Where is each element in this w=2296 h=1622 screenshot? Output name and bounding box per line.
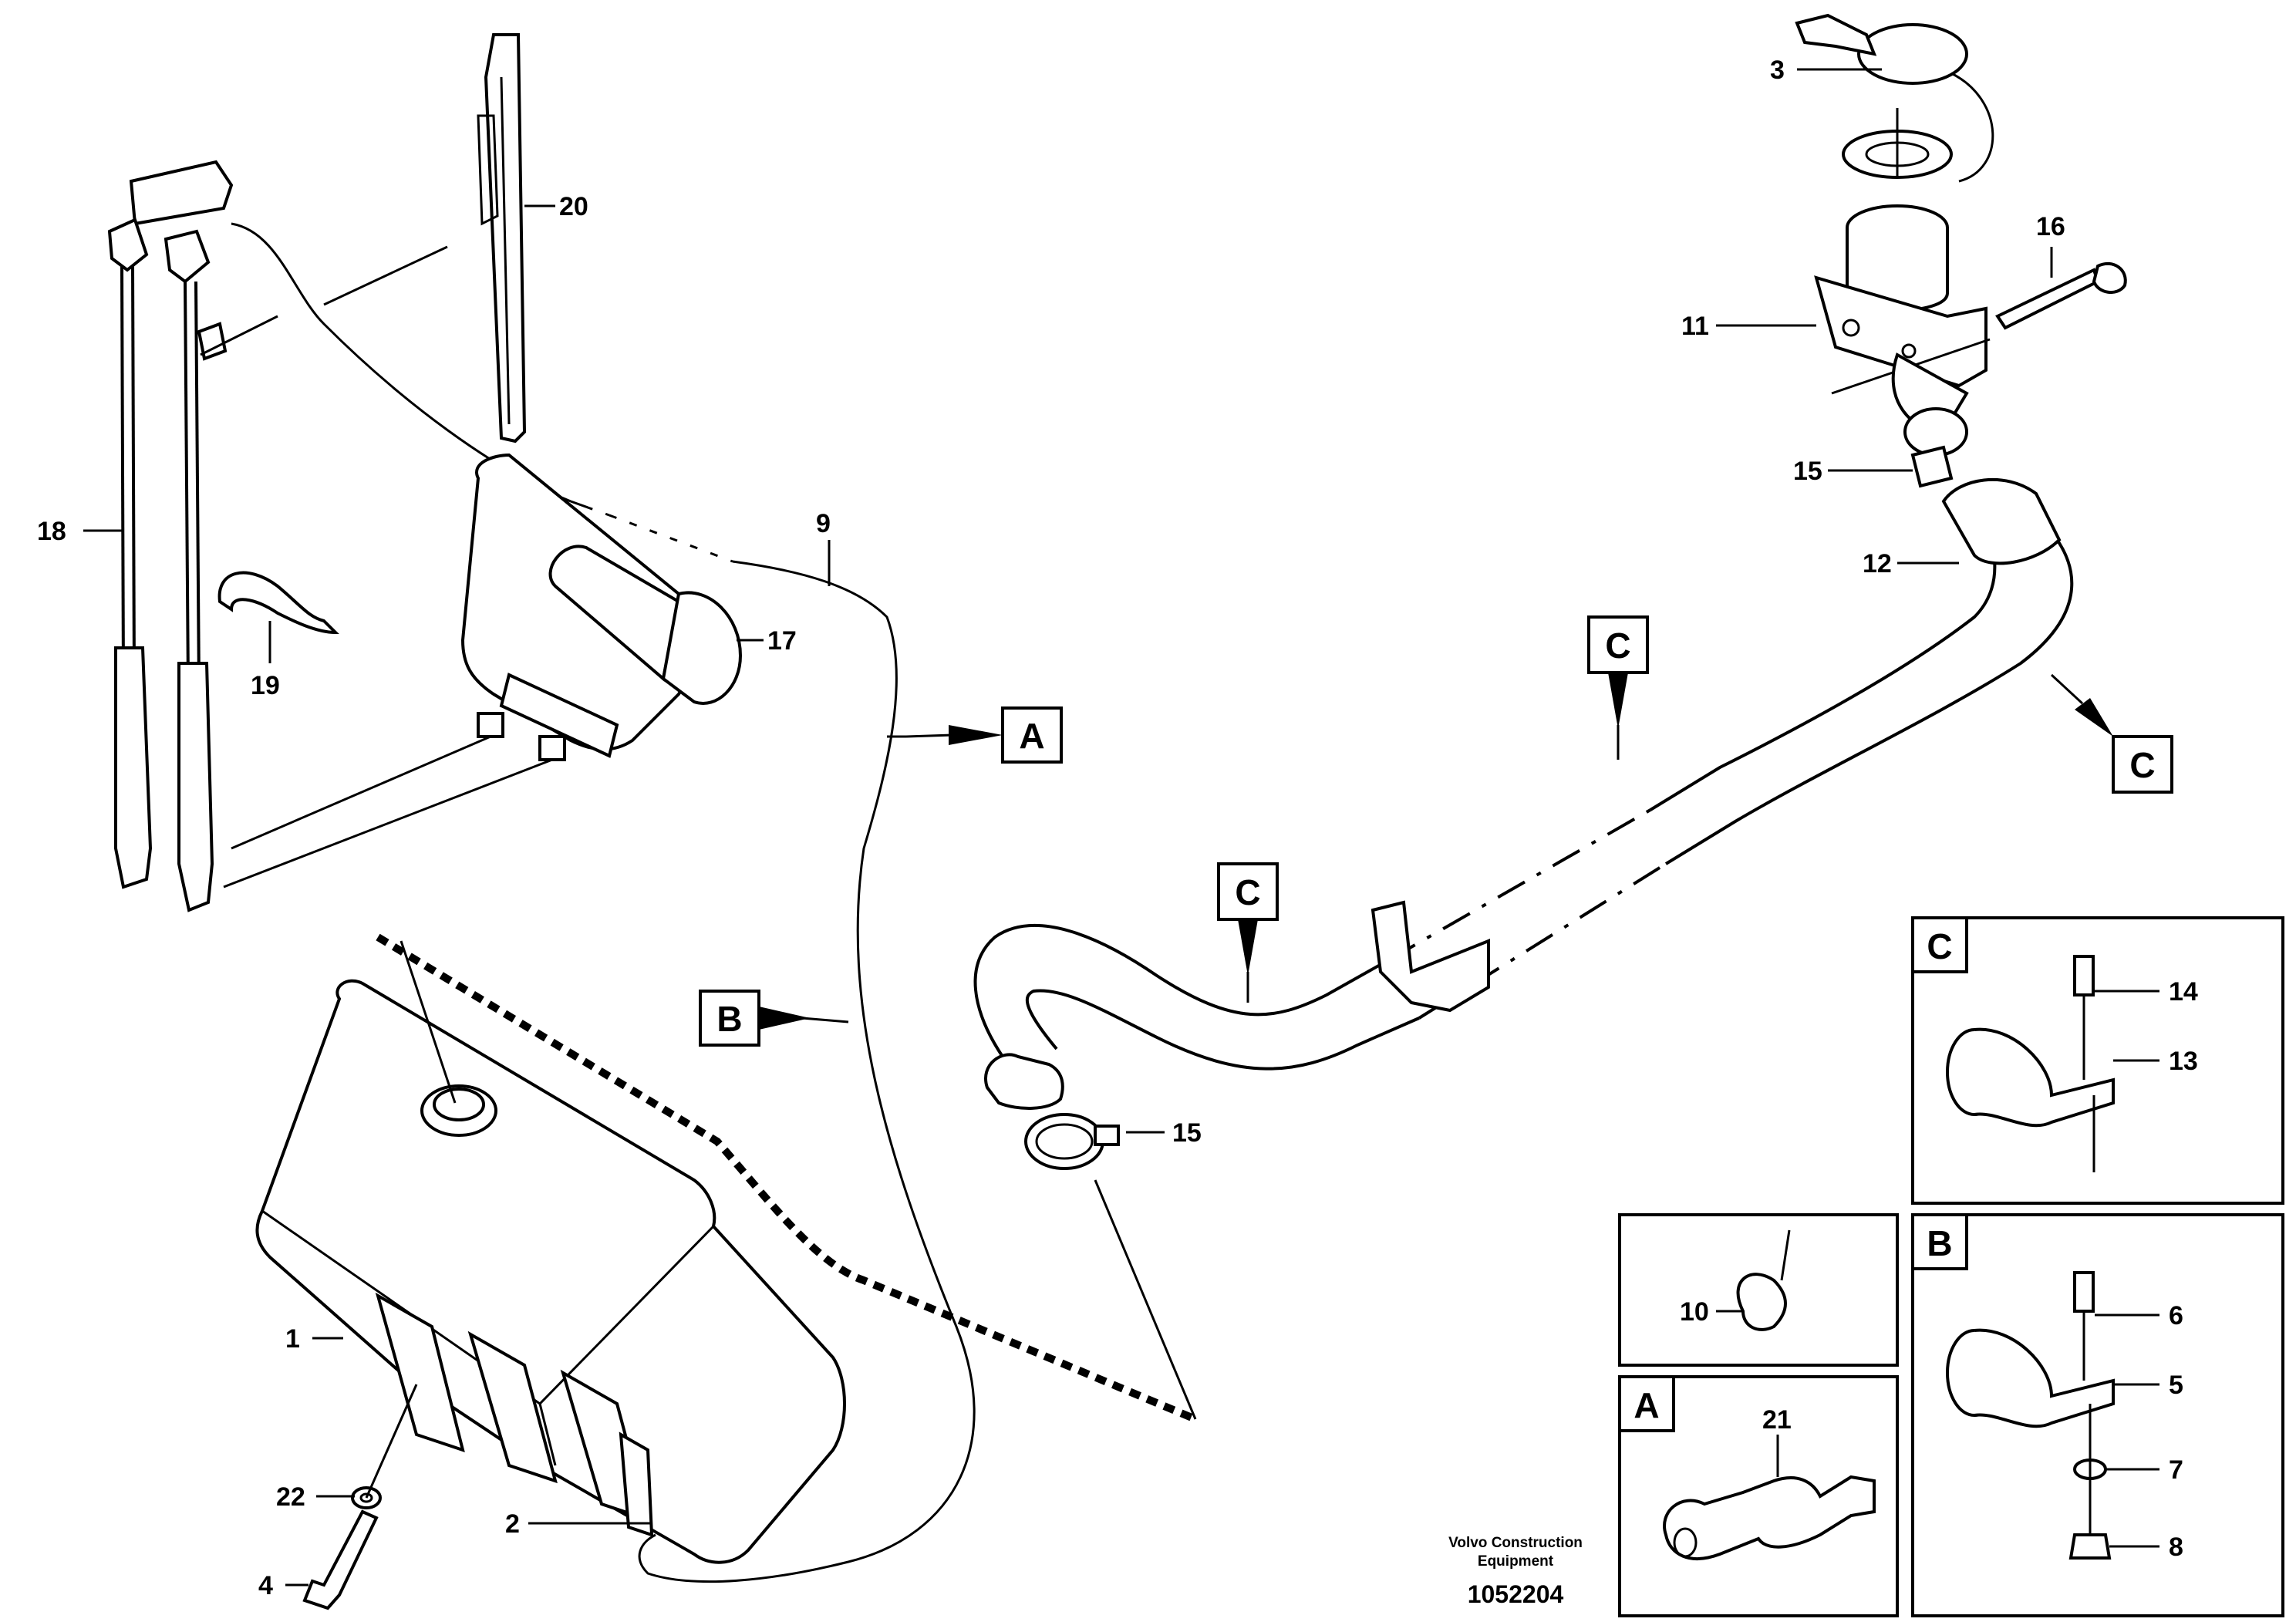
callout-14: 14	[2169, 977, 2198, 1007]
ref-c3-letter: C	[2129, 745, 2155, 785]
wiper-arm-assembly	[107, 160, 234, 912]
manufacturer-line2: Equipment	[1478, 1553, 1554, 1570]
callout-20: 20	[559, 192, 588, 221]
callout-17: 17	[767, 626, 797, 656]
filler-hose	[973, 477, 2074, 1110]
detail-box-a	[1618, 1375, 1899, 1617]
leader-lines	[83, 68, 2159, 1587]
callout-5: 5	[2169, 1371, 2183, 1400]
reference-marker-c-top: C	[1587, 615, 1649, 760]
callout-13: 13	[2169, 1047, 2198, 1076]
cable-tie	[217, 571, 339, 635]
reference-marker-b: B	[699, 990, 849, 1047]
detail-box-cable-tie	[1618, 1213, 1899, 1367]
callout-9: 9	[816, 509, 831, 538]
callout-1: 1	[285, 1324, 300, 1354]
ref-c1-letter: C	[1605, 626, 1630, 666]
detail-a-letter: A	[1633, 1385, 1659, 1425]
callout-8: 8	[2169, 1533, 2183, 1562]
wiper-blade	[200, 33, 527, 443]
washer-fluid-tank	[255, 979, 846, 1564]
callout-15-upper: 15	[1793, 457, 1822, 486]
detail-box-c	[1911, 916, 2284, 1205]
detail-box-b	[1911, 1213, 2284, 1617]
ref-b-letter: B	[716, 999, 742, 1039]
ref-c2-letter: C	[1235, 872, 1260, 912]
callout-21: 21	[1762, 1405, 1792, 1435]
reference-marker-c-middle: C	[1217, 862, 1279, 1003]
callout-10: 10	[1680, 1297, 1709, 1327]
callout-2: 2	[505, 1509, 520, 1539]
bolt-and-washer	[302, 1384, 418, 1610]
callout-12: 12	[1863, 549, 1892, 578]
drawing-footer: Volvo Construction Equipment 1052204	[1448, 1535, 1583, 1608]
manufacturer-line1: Volvo Construction	[1448, 1535, 1583, 1551]
callout-22: 22	[276, 1482, 305, 1512]
callout-19: 19	[251, 671, 280, 700]
filler-neck-assembly	[1795, 13, 2127, 488]
callout-numbers: 18 20 19 17 9 1 2 22 4 3 16 11 15 12 15 …	[37, 56, 2198, 1600]
wiper-motor	[223, 453, 743, 889]
callout-3: 3	[1770, 56, 1785, 85]
callout-11: 11	[1681, 312, 1709, 341]
callout-6: 6	[2169, 1301, 2183, 1330]
callout-15-lower: 15	[1172, 1118, 1202, 1148]
ref-a-letter: A	[1019, 716, 1044, 756]
hose-clamp	[1024, 1113, 1197, 1420]
reference-marker-a: A	[905, 706, 1063, 764]
callout-16: 16	[2036, 212, 2065, 241]
callout-18: 18	[37, 517, 66, 546]
callout-7: 7	[2169, 1455, 2183, 1485]
reference-marker-c-right: C	[2050, 673, 2173, 794]
detail-b-letter: B	[1927, 1223, 1952, 1263]
drawing-number: 1052204	[1468, 1580, 1564, 1608]
detail-c-letter: C	[1927, 926, 1952, 966]
callout-4: 4	[258, 1571, 273, 1600]
